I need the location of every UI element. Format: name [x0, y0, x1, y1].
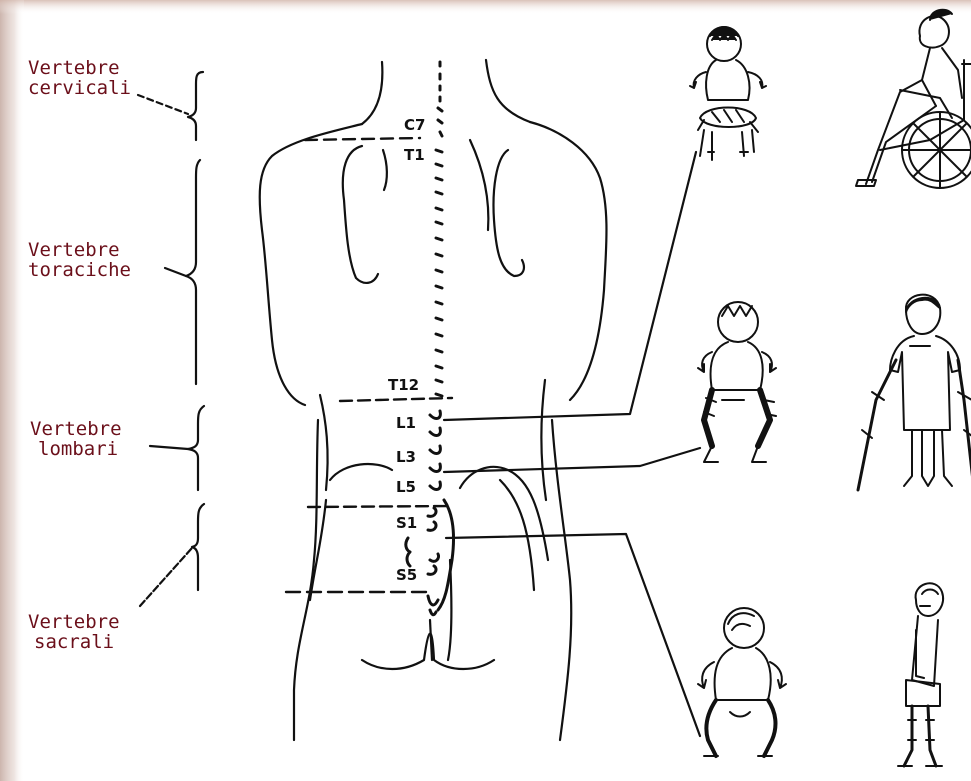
vertebra-label-l5: L5 — [396, 478, 416, 496]
pointer-sacral — [140, 548, 192, 606]
region-brackets — [138, 72, 204, 606]
vertebra-label-t1: T1 — [404, 146, 425, 164]
vertebra-label-s1: S1 — [396, 514, 417, 532]
left-hip-curve — [330, 464, 392, 480]
bracket-thoracic — [186, 160, 200, 384]
right-shoulder — [530, 122, 607, 400]
vertebra-label-c7: C7 — [404, 116, 425, 134]
vertebra-label-s5: S5 — [396, 566, 417, 584]
child-sitting-illustration — [690, 27, 766, 160]
bracket-lumbar — [188, 406, 204, 490]
buttocks — [362, 634, 494, 669]
pointer-cervical — [138, 95, 188, 114]
braces-walker-illustration — [898, 583, 943, 766]
neck-right — [486, 60, 530, 122]
pointer-thoracic — [165, 268, 186, 276]
wheelchair-illustration — [856, 10, 971, 188]
right-scapula — [494, 150, 524, 276]
child-squatting-illustration — [698, 608, 786, 756]
vertebra-label-t12: T12 — [388, 376, 419, 394]
bracket-cervical — [188, 72, 203, 140]
connector-lines — [444, 152, 700, 736]
level-line-t12-l1 — [340, 398, 452, 401]
left-scapula — [343, 146, 378, 283]
vertebra-label-l1: L1 — [396, 414, 416, 432]
connector-l1 — [444, 152, 696, 420]
neck-left — [362, 62, 382, 124]
connector-s1 — [446, 534, 700, 736]
vertebra-label-l3: L3 — [396, 448, 416, 466]
torso-outline — [260, 60, 607, 740]
level-line-l5-s1 — [308, 506, 450, 507]
left-shoulder — [260, 124, 362, 405]
child-crouching-illustration — [698, 302, 776, 462]
level-line-c7-t1 — [305, 138, 420, 140]
left-lower-body — [294, 420, 318, 740]
bracket-sacral — [192, 504, 204, 590]
level-lines — [286, 138, 452, 592]
crutches-illustration — [858, 295, 971, 490]
right-hip-curve — [460, 467, 548, 560]
pointer-lumbar — [150, 446, 188, 449]
vertebra-labels: C7 T1 T12 L1 L3 L5 S1 S5 — [388, 116, 425, 584]
vertebrae — [436, 62, 442, 396]
